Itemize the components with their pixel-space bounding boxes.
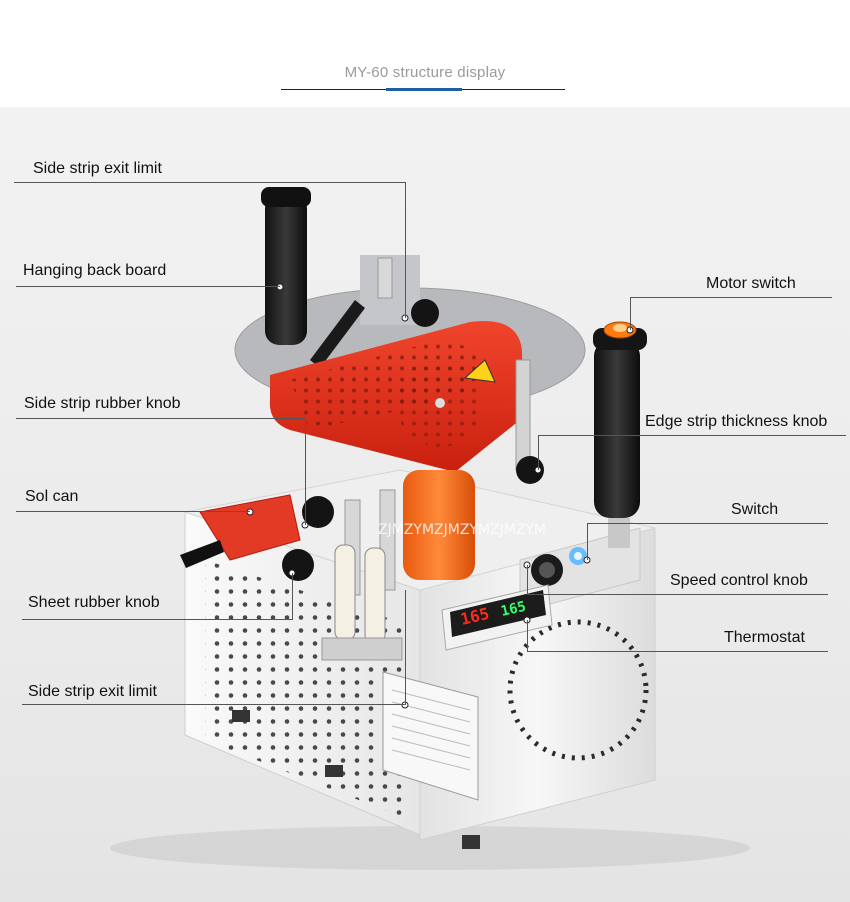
leader-speed-control-knob-h — [527, 594, 828, 595]
leader-switch-v — [587, 523, 588, 560]
leader-edge-strip-thickness-knob-v — [538, 435, 539, 470]
watermark-text: ZJMZYMZJMZYMZJMZYM — [378, 522, 546, 538]
leader-side-strip-rubber-knob-v — [305, 418, 306, 525]
leader-hanging-back-board — [16, 286, 280, 287]
leader-sheet-rubber-knob-h — [22, 619, 292, 620]
leader-sheet-rubber-knob-v — [292, 573, 293, 620]
label-speed-control-knob: Speed control knob — [670, 572, 808, 589]
leader-side-strip-exit-limit-top-v — [405, 182, 406, 318]
label-side-strip-rubber-knob: Side strip rubber knob — [24, 395, 181, 412]
edge-banding-machine-illustration: 165 165 — [110, 187, 750, 870]
leader-thermostat-h — [527, 651, 828, 652]
leader-thermostat-v — [527, 620, 528, 652]
product-photo: 165 165 — [0, 107, 850, 902]
label-side-strip-exit-limit-bottom: Side strip exit limit — [28, 683, 157, 700]
label-switch: Switch — [731, 501, 779, 518]
leader-sol-can — [16, 511, 250, 512]
leader-switch-h — [587, 523, 828, 524]
label-edge-strip-thickness-knob: Edge strip thickness knob — [645, 413, 828, 430]
label-hanging-back-board: Hanging back board — [23, 262, 167, 279]
leader-speed-control-knob-v — [527, 565, 528, 595]
leader-motor-switch-h — [630, 297, 832, 298]
leader-side-strip-exit-limit-bottom-v — [405, 590, 406, 705]
leader-side-strip-rubber-knob-h — [16, 418, 306, 419]
page-title: MY-60 structure display — [344, 64, 506, 81]
label-sol-can: Sol can — [25, 488, 79, 505]
leader-motor-switch-v — [630, 297, 631, 330]
label-side-strip-exit-limit-top: Side strip exit limit — [33, 160, 162, 177]
label-motor-switch: Motor switch — [706, 275, 796, 292]
label-thermostat: Thermostat — [724, 629, 805, 646]
header: MY-60 structure display — [0, 0, 850, 105]
leader-edge-strip-thickness-knob-h — [538, 435, 846, 436]
thermostat-display-right: 165 — [499, 599, 527, 620]
title-accent-bar — [386, 88, 462, 91]
leader-side-strip-exit-limit-top-h — [14, 182, 406, 183]
label-sheet-rubber-knob: Sheet rubber knob — [28, 594, 160, 611]
leader-side-strip-exit-limit-bottom-h — [22, 704, 406, 705]
